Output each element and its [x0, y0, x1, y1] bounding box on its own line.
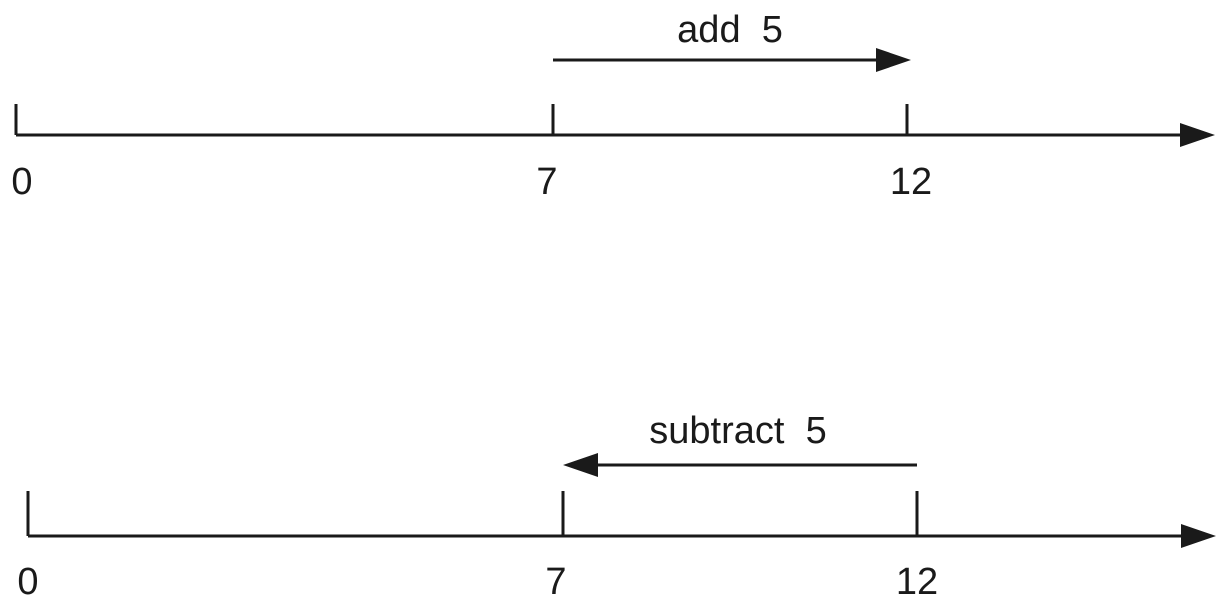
tick-label-7: 7	[545, 561, 566, 596]
axis-arrowhead-right	[1181, 524, 1216, 548]
tick-label-12: 12	[890, 161, 932, 203]
operation-label-subtract: subtract 5	[649, 410, 826, 452]
tick-label-0: 0	[17, 561, 38, 596]
axis-arrowhead-right	[1180, 123, 1215, 147]
operation-arrowhead-right	[876, 48, 911, 72]
operation-arrow-add	[553, 48, 911, 72]
tick-label-7: 7	[536, 161, 557, 203]
number-line-subtract: 0 7 12 subtract 5	[17, 410, 1216, 596]
tick-label-12: 12	[896, 561, 938, 596]
tick-label-0: 0	[11, 161, 32, 203]
number-line-add: 0 7 12 add 5	[11, 9, 1215, 203]
operation-arrow-subtract	[563, 453, 917, 477]
operation-label-add: add 5	[677, 9, 783, 51]
operation-arrowhead-left	[563, 453, 598, 477]
